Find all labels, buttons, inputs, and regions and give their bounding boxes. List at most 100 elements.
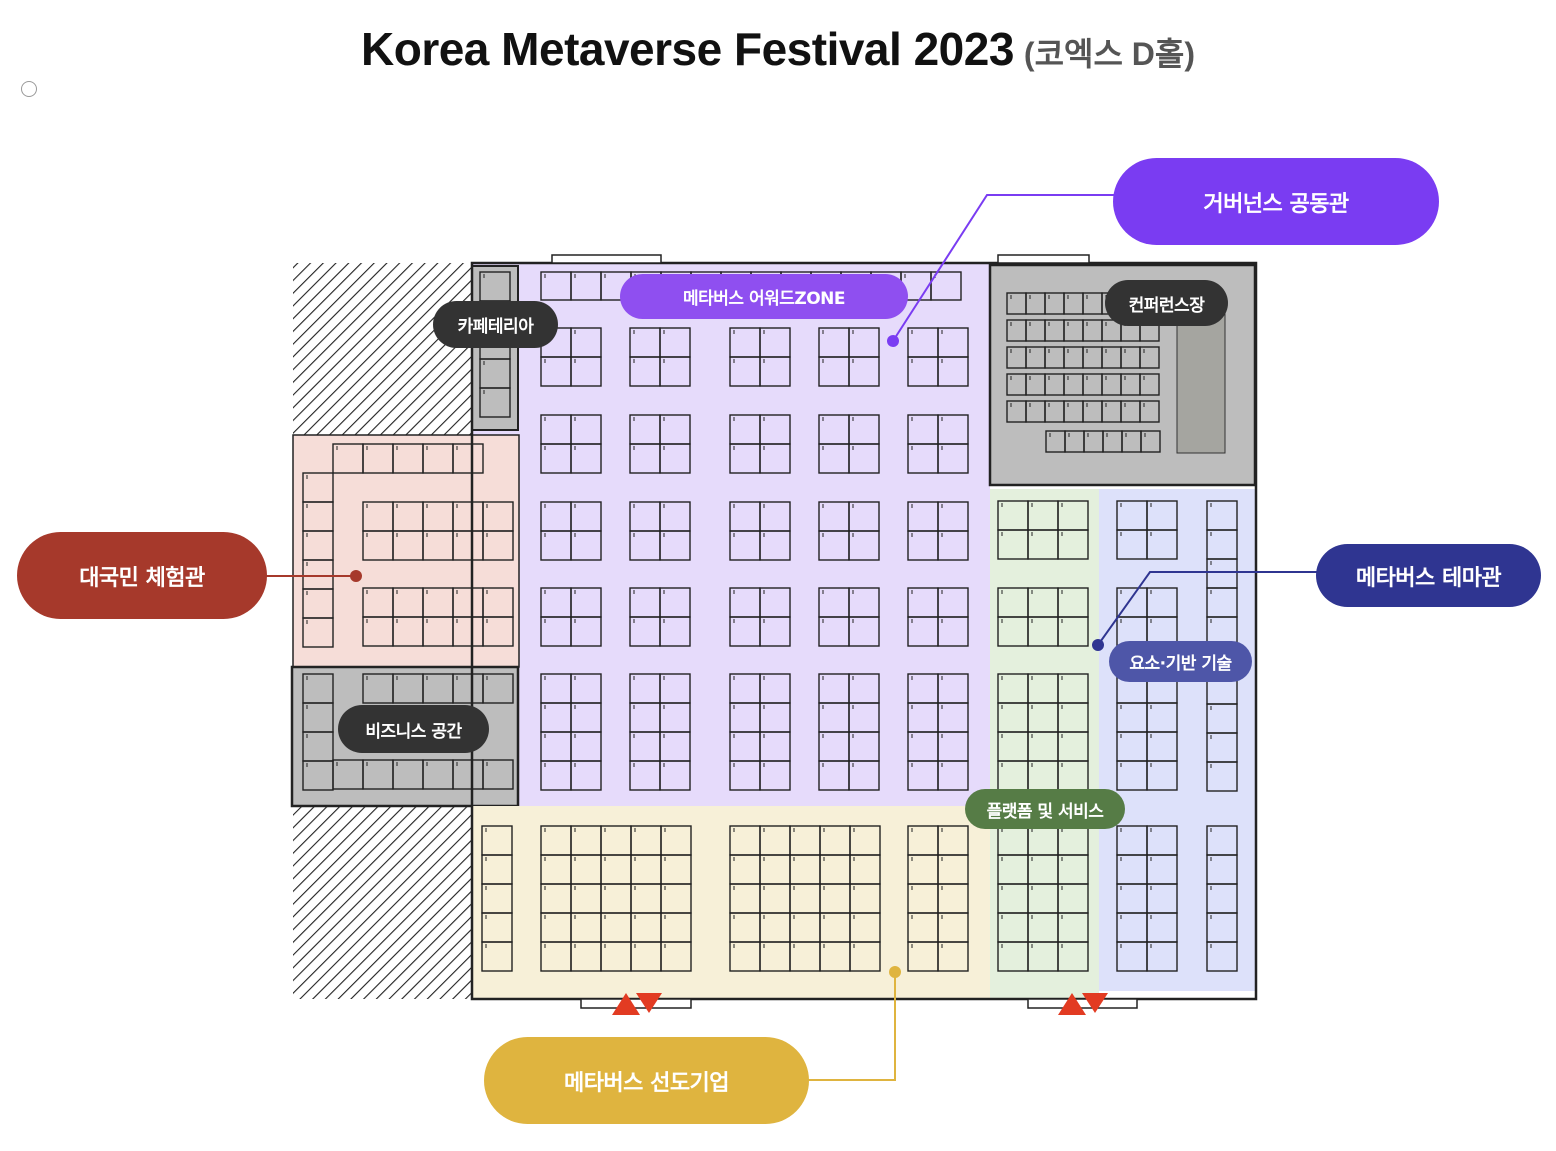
booth [848,443,880,474]
booth-block [1006,400,1160,423]
entrance-arrow-icon [1058,993,1086,1015]
booth [849,941,881,972]
booth-block [629,587,691,647]
booth [1057,529,1089,560]
zone-cafeteria-strip [471,265,519,431]
bottom-door-left [580,998,692,1009]
booth [1140,430,1161,453]
award-zone-label: 메타버스 어워드ZONE [620,274,908,319]
booth [937,443,969,474]
booth-block [629,673,691,791]
booth [1057,616,1089,647]
hatched-area-top [293,263,472,435]
booth [759,356,791,387]
booth-block [997,587,1089,647]
booth [937,616,969,647]
booth-block [1116,500,1178,560]
radio-circle-icon[interactable] [21,81,37,97]
booth-block [540,587,602,647]
booth [659,530,691,561]
booth-block [1045,430,1161,453]
booth-block [907,414,969,474]
leader-line-theme [1097,571,1318,646]
platform-label: 플랫폼 및 서비스 [965,789,1125,829]
booth [452,443,484,474]
booth-block [362,587,514,647]
booth [659,616,691,647]
zone-yellow [472,806,990,999]
citizen-callout: 대국민 체험관 [17,532,267,619]
leading-callout: 메타버스 선도기업 [484,1037,809,1124]
booth [482,759,514,790]
booth [1206,941,1238,972]
booth-block [907,501,969,561]
booth [759,616,791,647]
booth [1146,760,1178,791]
leader-line-governance [892,194,1115,342]
booth [759,530,791,561]
booth-block [729,327,791,387]
booth-block [540,673,602,791]
entrance-arrow-icon [612,993,640,1015]
booth [659,356,691,387]
booth-block [540,327,602,387]
booth-block [729,825,881,972]
booth [659,760,691,791]
booth [937,941,969,972]
booth [570,530,602,561]
booth [570,760,602,791]
hall-outline [470,261,1258,1001]
booth-block [729,501,791,561]
zone-pink [293,435,519,667]
booth [848,356,880,387]
booth [570,356,602,387]
bottom-door-right [1027,998,1138,1009]
booth [659,443,691,474]
booth-block [481,825,513,972]
booth-block [1116,587,1178,647]
booth-block [907,825,969,972]
leader-dot-leading [889,966,901,978]
booth-block [362,501,514,561]
booth [1139,346,1160,369]
leader-dot-governance [887,335,899,347]
booth-block [729,587,791,647]
cafeteria-label: 카페테리아 [433,301,558,348]
theme-callout: 메타버스 테마관 [1316,544,1541,607]
booth-block [629,327,691,387]
booth-block [362,673,514,704]
booth [479,387,511,418]
booth-block [818,501,880,561]
booth [660,941,692,972]
conference-label: 컨퍼런스장 [1105,280,1228,326]
booth [482,616,514,647]
booth-block [997,825,1089,972]
top-door-left [551,254,662,264]
entrance-arrow-icon [1082,993,1108,1013]
booth [848,760,880,791]
booth-block [729,673,791,791]
booth [481,941,513,972]
booth [570,616,602,647]
booth-block [818,673,880,791]
booth-block [1006,373,1160,396]
booth-block [540,501,602,561]
booth [1057,941,1089,972]
booth [937,760,969,791]
booth-block [540,825,692,972]
element-tech-label: 요소·기반 기술 [1109,641,1252,682]
title-sub: (코엑스 D홀) [1023,36,1195,72]
booth-block [818,414,880,474]
booth-grid [302,271,1238,972]
top-door-right [997,254,1090,264]
booth-block [1006,346,1160,369]
booth-block [332,759,514,790]
booth-block [332,443,484,474]
zone-purple [472,263,990,806]
booth [759,760,791,791]
booth-block [729,414,791,474]
booth-block [907,587,969,647]
booth [1139,400,1160,423]
booth-block [302,472,334,648]
